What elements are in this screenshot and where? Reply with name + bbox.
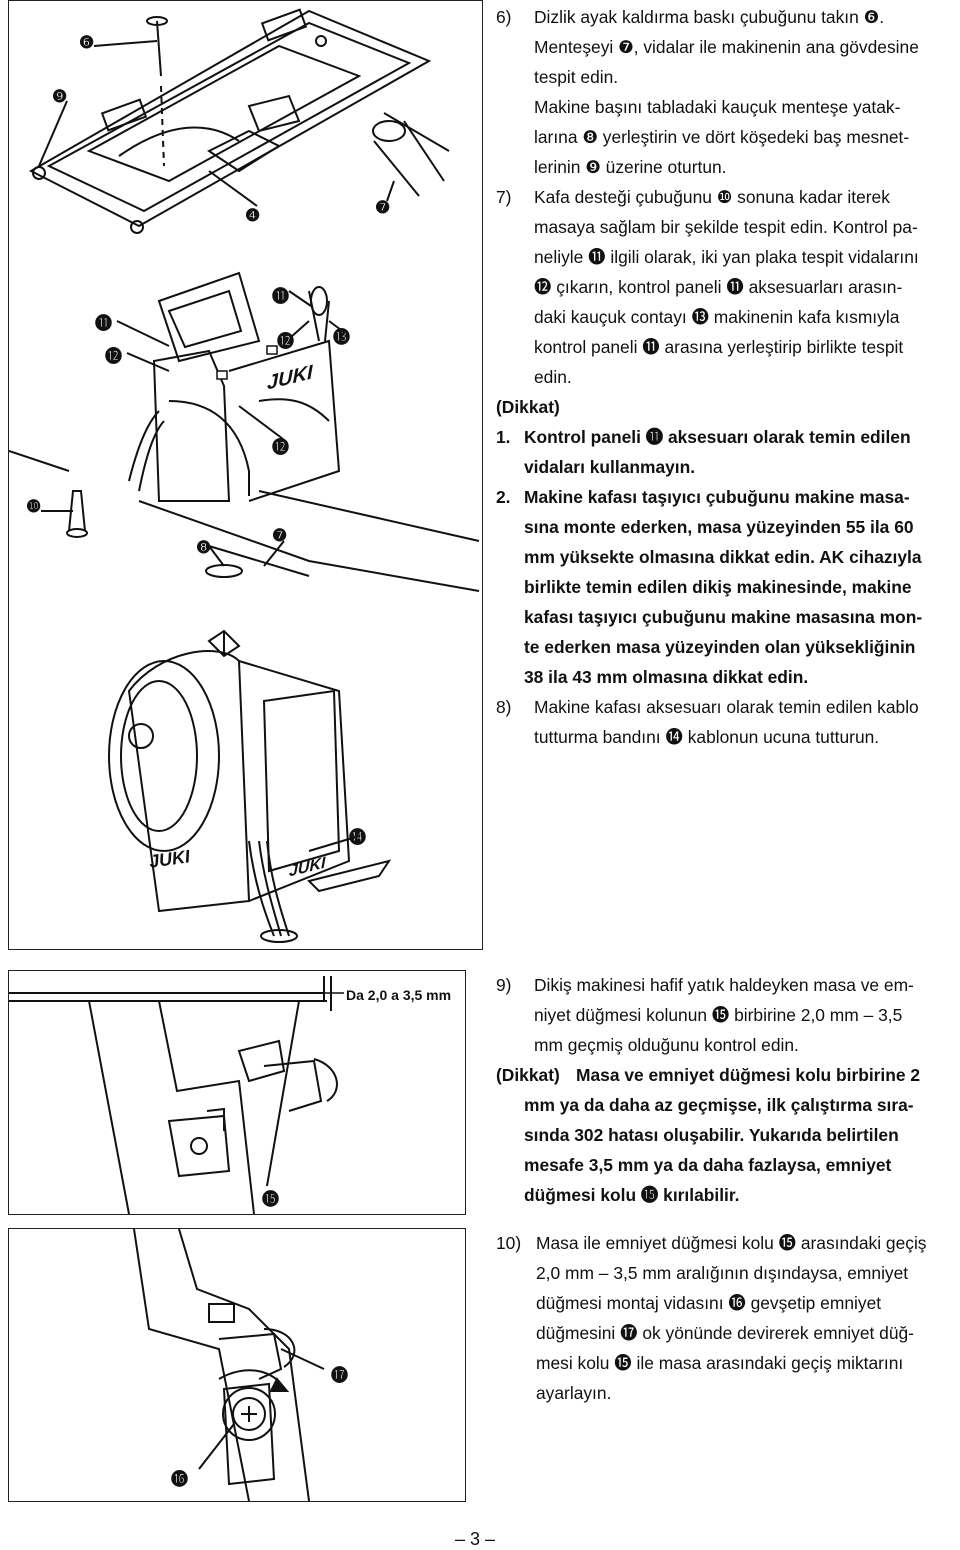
note-text: vidaları kullanmayın. (524, 457, 696, 477)
step-text: Dizlik ayak kaldırma baskı çubuğunu takı… (534, 7, 885, 27)
step-text: ayarlayın. (536, 1383, 612, 1403)
step-9: 9) Dikiş makinesi hafif yatık haldeyken … (496, 970, 958, 1060)
callout-10: ❿ (26, 497, 42, 516)
step-10: 10) Masa ile emniyet düğmesi kolu ⓯ aras… (496, 1228, 958, 1408)
step-text: neliyle ⓫ ilgili olarak, iki yan plaka t… (534, 247, 919, 267)
caution-note-2: 2. Makine kafası taşıyıcı çubuğunu makin… (496, 482, 958, 692)
step-text: ⓬ çıkarın, kontrol paneli ⓫ aksesuarları… (534, 277, 903, 297)
step-text: niyet düğmesi kolunun ⓯ birbirine 2,0 mm… (534, 1005, 903, 1025)
note-text: Masa ve emniyet düğmesi kolu birbirine 2 (576, 1065, 921, 1085)
page-number: – 3 – (455, 1529, 496, 1549)
step-text: daki kauçuk contayı ⓭ makinenin kafa kıs… (534, 307, 900, 327)
instructions-column-top: 6) Dizlik ayak kaldırma baskı çubuğunu t… (496, 2, 958, 752)
step-text: Menteşeyi ❼, vidalar ile makinenin ana g… (534, 37, 919, 57)
safety-lever-illustration (9, 976, 344, 1214)
step-number: 9) (496, 975, 512, 995)
step-text: düğmesi montaj vidasını ⓰ gevşetip emniy… (536, 1293, 882, 1313)
step-text: mesi kolu ⓯ ile masa arasındaki geçiş mi… (536, 1353, 904, 1373)
figure-machine-head-installation: JUKI JUKI JUKI ❻ ❾ ❹ ❼ ⓫ ⓫ ⓬ ⓬ ⓭ ⓬ ❿ ❽ ❼… (8, 0, 483, 950)
callout-4: ❹ (245, 206, 261, 225)
callout-11: ⓫ (272, 287, 289, 306)
callout-6: ❻ (79, 33, 95, 52)
callout-11: ⓫ (95, 314, 112, 333)
note-text: te ederken masa yüzeyinden olan yüksekli… (524, 637, 916, 657)
note-text: mm ya da daha az geçmişse, ilk çalıştırm… (524, 1095, 914, 1115)
callout-12: ⓬ (105, 347, 122, 366)
note-text: sında 302 hatası oluşabilir. Yukarıda be… (524, 1125, 899, 1145)
note-text: Kontrol paneli ⓫ aksesuarı olarak temin … (524, 427, 911, 447)
step-text: mm geçmiş olduğunu kontrol edin. (534, 1035, 799, 1055)
step-number: 7) (496, 187, 512, 207)
step-7: 7) Kafa desteği çubuğunu ❿ sonuna kadar … (496, 182, 958, 392)
callout-17: ⓱ (331, 1366, 348, 1385)
step-text: masaya sağlam bir şekilde tespit edin. K… (534, 217, 918, 237)
caution-lead: (Dikkat) (496, 1065, 560, 1085)
note-number: 2. (496, 487, 511, 507)
callout-12: ⓬ (272, 438, 289, 457)
note-number: 1. (496, 427, 511, 447)
note-text: kafası taşıyıcı çubuğunu makine masasına… (524, 607, 923, 627)
step-text: Kafa desteği çubuğunu ❿ sonuna kadar ite… (534, 187, 890, 207)
figure-safety-lever-clearance: Da 2,0 a 3,5 mm ⓯ (8, 970, 466, 1215)
step-8: 8) Makine kafası aksesuarı olarak temin … (496, 692, 958, 752)
instructions-column-bottom: 9) Dikiş makinesi hafif yatık haldeyken … (496, 970, 958, 1408)
note-text: mesafe 3,5 mm ya da daha fazlaysa, emniy… (524, 1155, 892, 1175)
note-text: düğmesi kolu ⓯ kırılabilir. (524, 1185, 740, 1205)
step-text: tutturma bandını ⓮ kablonun ucuna tuttur… (534, 727, 880, 747)
note-text: 38 ila 43 mm olmasına dikkat edin. (524, 667, 809, 687)
callout-9: ❾ (52, 87, 68, 106)
callout-13: ⓭ (333, 328, 350, 347)
caution-note-1: 1. Kontrol paneli ⓫ aksesuarı olarak tem… (496, 422, 958, 482)
step-text: edin. (534, 367, 572, 387)
safety-switch-illustration (133, 1229, 325, 1501)
step-text: Dikiş makinesi hafif yatık haldeyken mas… (534, 975, 914, 995)
callout-15: ⓯ (262, 1190, 279, 1209)
step-text: 2,0 mm – 3,5 mm aralığının dışındaysa, e… (536, 1263, 909, 1283)
caution-note-3: (Dikkat) Masa ve emniyet düğmesi kolu bi… (496, 1060, 958, 1210)
machine-head-illustration (9, 8, 480, 943)
note-text: mm yüksekte olmasına dikkat edin. AK cih… (524, 547, 922, 567)
step-6: 6) Dizlik ayak kaldırma baskı çubuğunu t… (496, 2, 958, 182)
step-text: düğmesini ⓱ ok yönünde devirerek emniyet… (536, 1323, 914, 1343)
step-number: 10) (496, 1233, 522, 1253)
callout-7: ❼ (272, 526, 288, 545)
step-text: larına ❽ yerleştirin ve dört köşedeki ba… (534, 127, 910, 147)
step-text: Masa ile emniyet düğmesi kolu ⓯ arasında… (536, 1233, 927, 1253)
step-text: Makine kafası aksesuarı olarak temin edi… (534, 697, 919, 717)
caution-heading: (Dikkat) (496, 397, 560, 417)
step-text: tespit edin. (534, 67, 619, 87)
note-text: sına monte ederken, masa yüzeyinden 55 i… (524, 517, 914, 537)
step-number: 8) (496, 697, 512, 717)
step-number: 6) (496, 7, 512, 27)
callout-8: ❽ (196, 538, 212, 557)
note-text: Makine kafası taşıyıcı çubuğunu makine m… (524, 487, 910, 507)
callout-12: ⓬ (277, 332, 294, 351)
step-text: Makine başını tabladaki kauçuk menteşe y… (534, 97, 901, 117)
callout-16: ⓰ (171, 1470, 188, 1489)
step-text: kontrol paneli ⓫ arasına yerleştirip bir… (534, 337, 904, 357)
step-text: lerinin ❾ üzerine oturtun. (534, 157, 727, 177)
callout-14: ⓮ (349, 828, 366, 847)
dimension-label: Da 2,0 a 3,5 mm (346, 987, 452, 1003)
figure-safety-switch-adjustment: ⓱ ⓰ (8, 1228, 466, 1502)
callout-7: ❼ (375, 198, 391, 217)
note-text: birlikte temin edilen dikiş makinesinde,… (524, 577, 912, 597)
